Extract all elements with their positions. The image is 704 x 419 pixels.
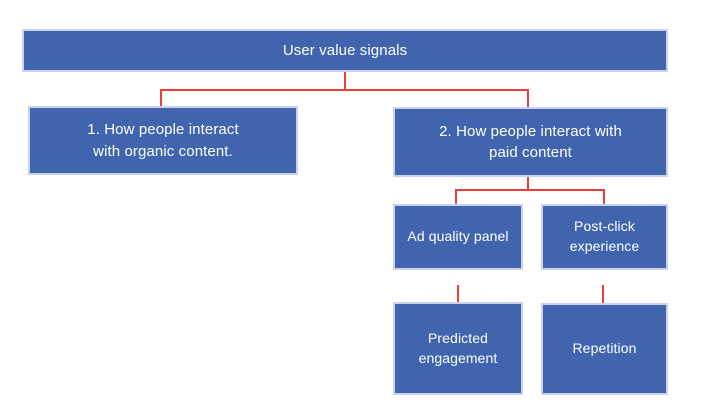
node-post-click-experience: Post-click experience: [541, 204, 668, 270]
connector-drop-post-click: [603, 189, 605, 204]
connector-root-stem: [344, 72, 346, 91]
node-ad-quality-panel: Ad quality panel: [393, 204, 523, 270]
node-organic-content: 1. How people interact with organic cont…: [28, 106, 298, 175]
connector-stub-predicted: [457, 285, 459, 303]
node-predicted-engagement: Predicted engagement: [393, 302, 523, 395]
connector-drop-organic: [160, 89, 162, 107]
connector-level1-crossbar: [160, 89, 529, 91]
connector-drop-ad-quality: [455, 189, 457, 204]
connector-level2-crossbar: [455, 189, 605, 191]
node-paid-content: 2. How people interact with paid content: [393, 107, 668, 177]
connector-drop-paid: [527, 89, 529, 108]
connector-paid-stem: [527, 177, 529, 191]
connector-stub-repetition: [602, 285, 604, 304]
node-repetition: Repetition: [541, 303, 668, 395]
node-user-value-signals: User value signals: [22, 29, 668, 72]
